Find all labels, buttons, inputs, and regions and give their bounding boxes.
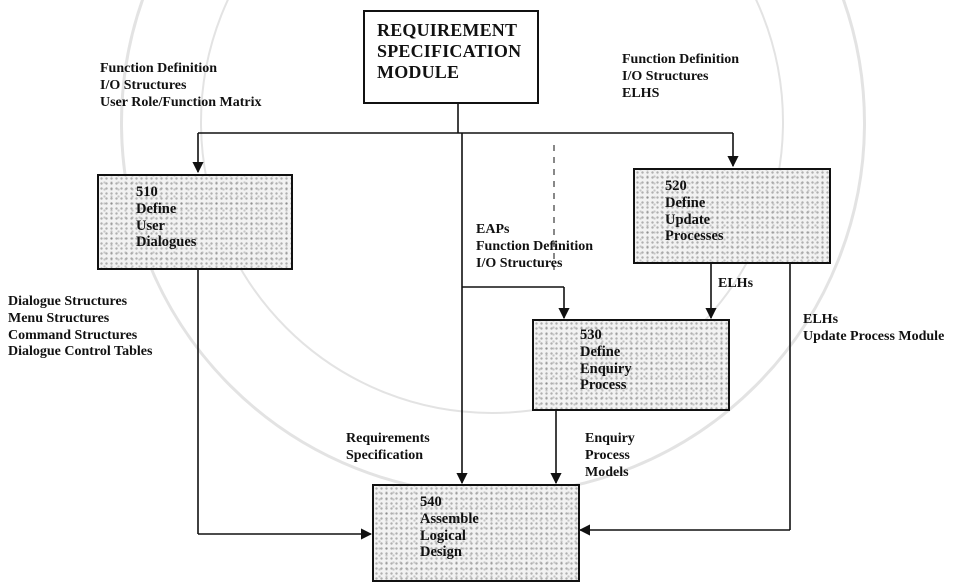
step-540-line-2: Logical (420, 527, 466, 544)
step-540-box: 540 Assemble Logical Design (372, 484, 580, 582)
label-outputs-from-510: Dialogue Structures Menu Structures Comm… (8, 294, 152, 361)
label-520-to-540-line-2: Update Process Module (803, 328, 945, 344)
step-520-line-2: Update (665, 211, 711, 228)
step-520-box: 520 Define Update Processes (633, 168, 831, 264)
step-530-number: 530 (580, 327, 602, 343)
label-inputs-to-520-line-1: Function Definition (622, 52, 740, 67)
label-inputs-to-520-line-3: ELHS (622, 85, 660, 101)
step-520-line-3: Processes (665, 228, 724, 245)
label-inputs-to-510-line-1: Function Definition (100, 61, 218, 76)
step-530-line-2: Enquiry (580, 360, 632, 377)
step-530-box: 530 Define Enquiry Process (532, 319, 730, 411)
label-spec-to-540-line-1: Requirements (346, 431, 430, 446)
label-inputs-to-510: Function Definition I/O Structures User … (100, 61, 262, 111)
label-inputs-to-520-line-2: I/O Structures (622, 68, 709, 84)
step-530-line-3: Process (580, 377, 627, 394)
label-outputs-from-530-line-1: Enquiry (585, 431, 635, 446)
step-510-line-2: User (136, 217, 165, 234)
step-540-line-1: Assemble (420, 510, 479, 527)
label-outputs-from-510-line-4: Dialogue Control Tables (8, 344, 153, 360)
label-outputs-from-530: Enquiry Process Models (585, 431, 635, 481)
label-inputs-to-520: Function Definition I/O Structures ELHS (622, 52, 739, 102)
label-outputs-from-510-line-2: Menu Structures (8, 310, 110, 326)
requirement-spec-line-2: SPECIFICATION (377, 40, 522, 61)
step-520-number: 520 (665, 178, 687, 194)
label-inputs-to-510-line-3: User Role/Function Matrix (100, 94, 262, 110)
label-spec-to-540: Requirements Specification (346, 431, 430, 465)
label-outputs-from-510-line-3: Command Structures (8, 327, 138, 343)
label-520-to-530: ELHs (718, 276, 753, 293)
step-510-line-1: Define (136, 200, 177, 217)
label-520-to-530-line-1: ELHs (718, 276, 754, 291)
label-520-to-540-line-1: ELHs (803, 312, 839, 327)
step-520-line-1: Define (665, 194, 706, 211)
label-inputs-to-530-line-1: EAPs (476, 222, 510, 237)
label-outputs-from-510-line-1: Dialogue Structures (8, 294, 128, 309)
label-inputs-to-530-line-3: I/O Structures (476, 255, 563, 271)
label-inputs-to-530-line-2: Function Definition (476, 238, 594, 254)
label-520-to-540: ELHs Update Process Module (803, 312, 944, 346)
requirement-spec-line-3: MODULE (377, 61, 460, 82)
requirement-spec-module-box: REQUIREMENT SPECIFICATION MODULE (363, 10, 539, 104)
label-outputs-from-530-line-2: Process (585, 447, 630, 463)
requirement-spec-line-1: REQUIREMENT (377, 20, 518, 40)
step-530-line-1: Define (580, 343, 621, 360)
step-510-number: 510 (136, 184, 158, 200)
label-inputs-to-510-line-2: I/O Structures (100, 77, 187, 93)
label-spec-to-540-line-2: Specification (346, 447, 423, 463)
label-outputs-from-530-line-3: Models (585, 464, 629, 480)
step-540-line-3: Design (420, 544, 462, 561)
step-540-number: 540 (420, 494, 442, 510)
step-510-line-3: Dialogues (136, 234, 197, 251)
step-510-box: 510 Define User Dialogues (97, 174, 293, 270)
label-inputs-to-530: EAPs Function Definition I/O Structures (476, 222, 593, 272)
